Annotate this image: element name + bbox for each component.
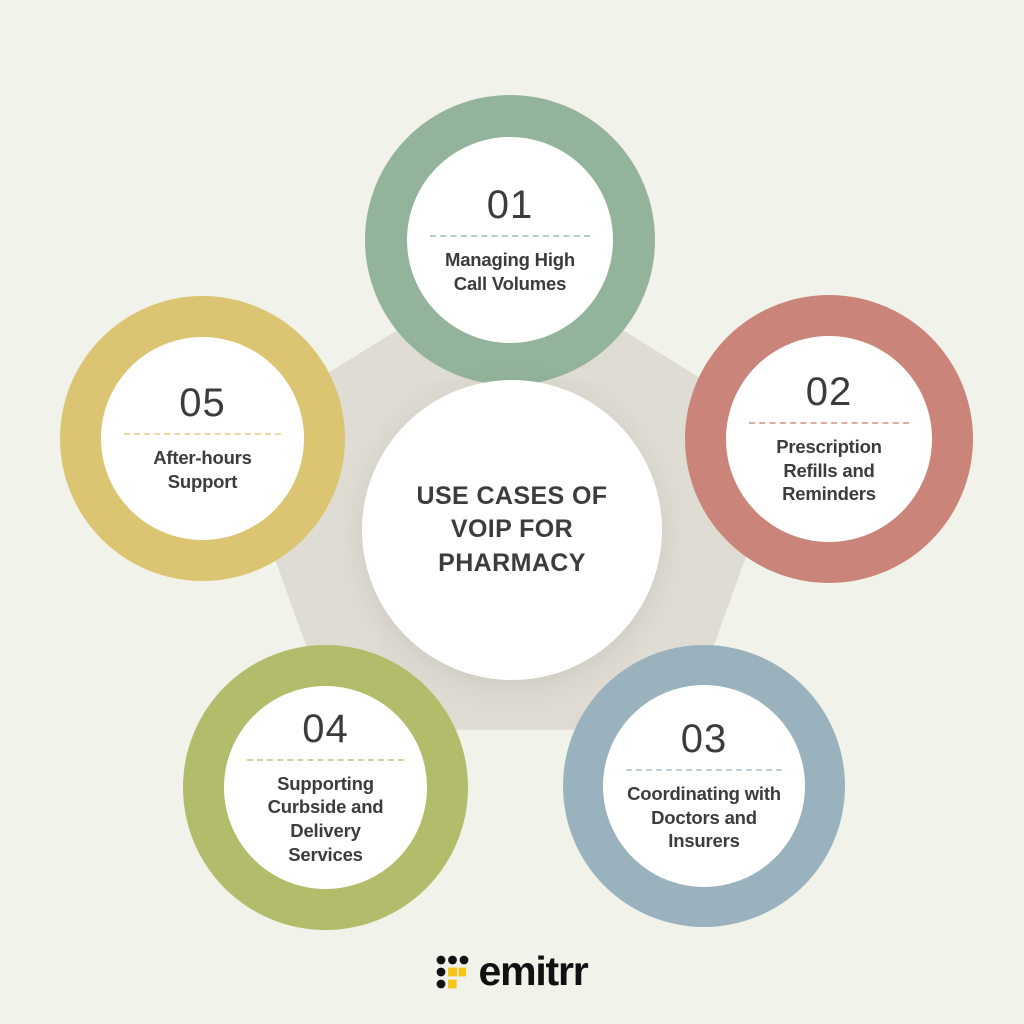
logo-wordmark: emitrr (478, 948, 588, 994)
node-inner-02: 02 Prescription Refills and Reminders (726, 336, 932, 542)
page-title: USE CASES OF VOIP FOR PHARMACY (416, 482, 608, 577)
emitrr-dot-grid-mark-icon (437, 955, 469, 988)
node-label-01: Managing High Call Volumes (445, 248, 575, 294)
center-hub: USE CASES OF VOIP FOR PHARMACY (362, 380, 662, 680)
node-circle-05[interactable]: 05 After-hours Support (60, 296, 345, 581)
node-inner-01: 01 Managing High Call Volumes (407, 137, 613, 343)
node-inner-03: 03 Coordinating with Doctors and Insurer… (603, 685, 805, 887)
node-number-01: 01 (486, 182, 534, 227)
node-divider-03 (625, 768, 783, 771)
node-circle-04[interactable]: 04 Supporting Curbside and Delivery Serv… (183, 645, 468, 930)
node-label-03: Coordinating with Doctors and Insurers (627, 782, 781, 852)
node-circle-03[interactable]: 03 Coordinating with Doctors and Insurer… (563, 645, 845, 927)
brand-logo: emitrr (0, 951, 1024, 992)
node-label-02: Prescription Refills and Reminders (776, 435, 882, 505)
node-number-02: 02 (805, 369, 853, 414)
node-inner-04: 04 Supporting Curbside and Delivery Serv… (224, 686, 427, 889)
node-inner-05: 05 After-hours Support (101, 337, 304, 540)
node-circle-02[interactable]: 02 Prescription Refills and Reminders (685, 295, 973, 583)
node-divider-02 (749, 421, 909, 424)
node-number-03: 03 (680, 716, 728, 761)
node-number-05: 05 (179, 381, 226, 426)
node-divider-01 (430, 234, 590, 237)
node-label-05: After-hours Support (153, 447, 252, 492)
node-number-04: 04 (302, 706, 349, 751)
node-divider-05 (123, 433, 282, 436)
node-circle-01[interactable]: 01 Managing High Call Volumes (365, 95, 655, 385)
node-label-04: Supporting Curbside and Delivery Service… (267, 772, 384, 865)
node-divider-04 (246, 758, 405, 761)
